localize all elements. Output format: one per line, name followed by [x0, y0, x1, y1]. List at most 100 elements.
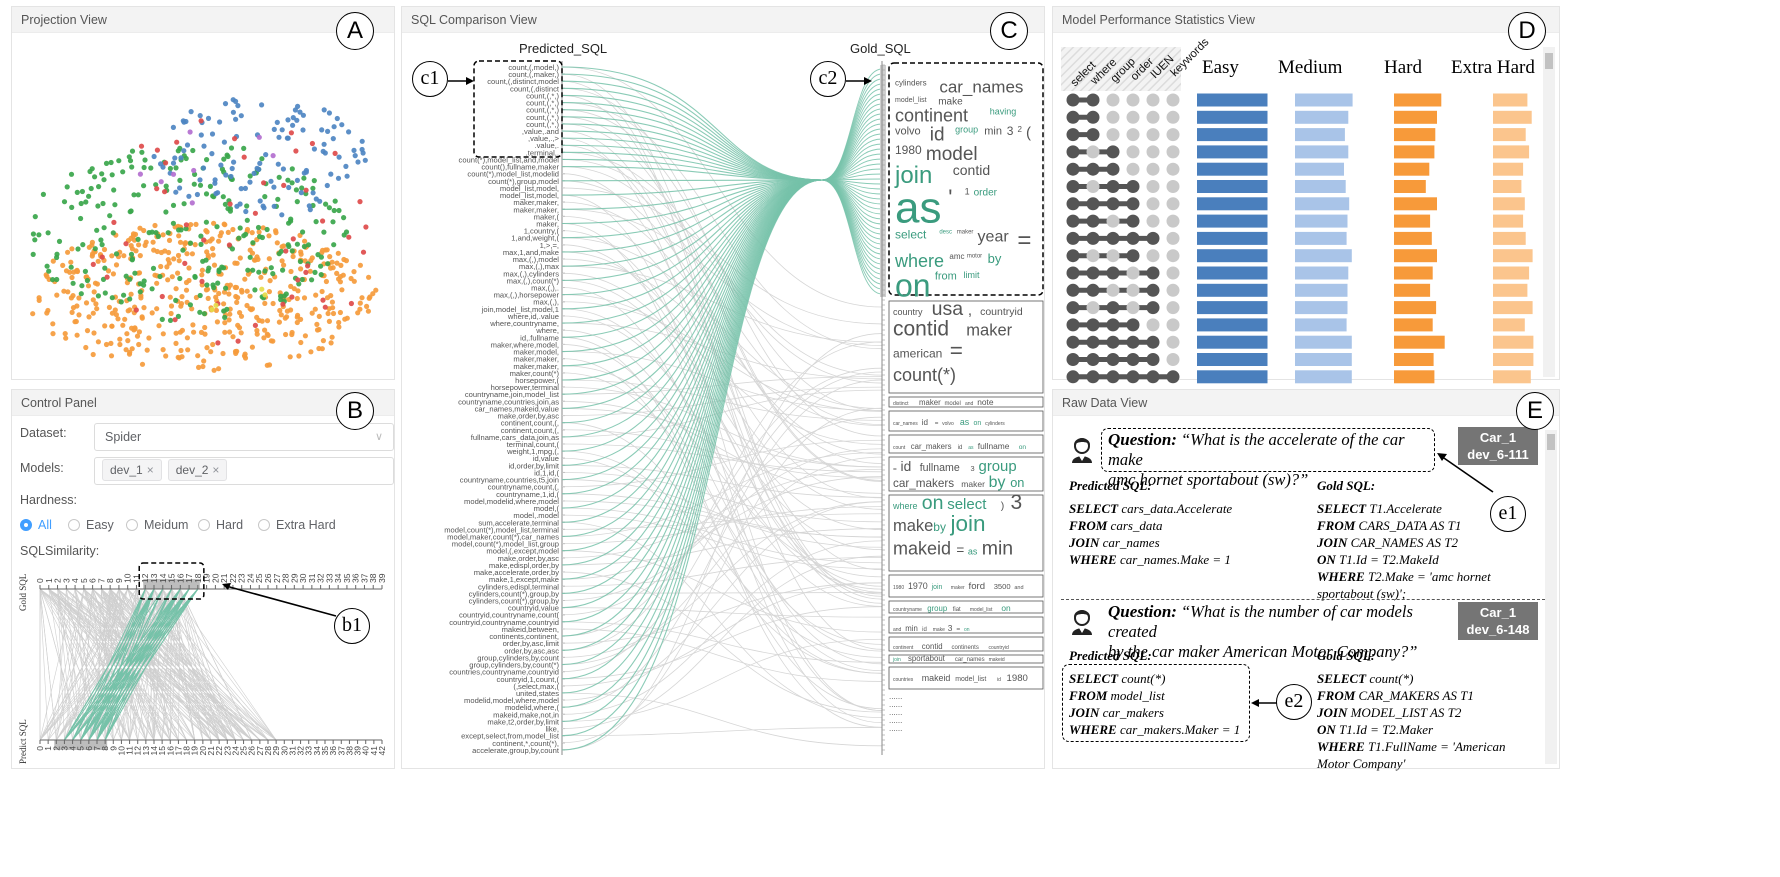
gold-word: car_names [939, 78, 1023, 97]
scatter-point [180, 118, 186, 124]
keyword-dot [1166, 162, 1180, 176]
question-1[interactable]: Question: “What is the accelerate of the… [1108, 430, 1438, 490]
similarity-link [74, 588, 252, 741]
accuracy-bar-extra [1493, 301, 1533, 315]
keyword-dot [1066, 335, 1080, 349]
scatter-point [215, 340, 221, 346]
similarity-link [180, 588, 212, 741]
gold-word: on [1001, 603, 1011, 613]
gold-word: by [933, 520, 946, 534]
scatter-point [159, 316, 165, 322]
hardness-radio-hard[interactable]: Hard [198, 518, 243, 532]
hardness-radio-easy[interactable]: Easy [68, 518, 114, 532]
predicted-sql-item: sum,accelerate,terminal [478, 518, 559, 527]
scatter-point [65, 249, 71, 255]
hardness-radio-all[interactable]: All [20, 518, 52, 532]
scrollbar-thumb[interactable] [1545, 53, 1553, 69]
scrollbar[interactable] [1543, 47, 1555, 377]
gold-word: as [960, 417, 970, 427]
sql-keyword: SELECT [1317, 671, 1367, 686]
scatter-point [62, 331, 68, 337]
scatter-point [150, 239, 156, 245]
close-icon[interactable]: × [146, 463, 154, 477]
predicted-sql-item: maker,model, [513, 348, 559, 357]
sql-similarity-parallel-plot[interactable]: 0123456789101112131415161718192021222324… [12, 390, 396, 770]
hardness-radio-medium[interactable]: Meidum [126, 518, 188, 532]
scatter-point [279, 258, 285, 264]
flow-link [561, 294, 883, 445]
model-tag[interactable]: dev_1× [102, 459, 162, 481]
scatter-point [256, 269, 262, 275]
scatter-point [117, 336, 123, 342]
predicted-sql-item: car_names,makeid,value [475, 404, 559, 413]
similarity-link-selected [104, 588, 190, 741]
pred-brush [54, 740, 108, 750]
scatter-point [165, 257, 171, 263]
scatter-point [160, 164, 166, 170]
flow-link-selected [561, 102, 823, 181]
scatter-point [74, 189, 80, 195]
scatter-point [286, 243, 292, 250]
gold-word: maker [957, 230, 974, 236]
scatter-point [82, 268, 88, 274]
gold-tick-label: 16 [175, 573, 185, 583]
flow-link [561, 439, 883, 488]
accuracy-bar-easy [1197, 197, 1268, 211]
gold-word: count(*) [893, 365, 956, 385]
sql-keyword: WHERE [1069, 722, 1117, 737]
gold-sql-cluster [888, 456, 1044, 492]
pred-tick-label: 0 [35, 746, 45, 751]
accuracy-bar-easy [1197, 335, 1268, 349]
scatter-point [127, 158, 134, 164]
sql-line: JOIN car_makers [1069, 704, 1240, 721]
flow-link [561, 628, 883, 682]
predicted-sql-item: max,(,),cylinders [503, 269, 559, 278]
keyword-dot [1146, 249, 1160, 263]
scatter-point [79, 283, 85, 289]
scatter-point [116, 158, 122, 164]
predicted-sql-item: model,maker,count(*),car_names [447, 532, 559, 541]
scatter-point [183, 226, 189, 232]
gold-word: countries [893, 677, 914, 683]
flow-link-selected [561, 179, 823, 694]
sql-body: T2.Make = 'amc hornet [1364, 569, 1491, 584]
annotation-b1: b1 [334, 608, 370, 644]
scatter-point [76, 295, 82, 301]
scrollbar[interactable] [1545, 430, 1557, 764]
scatter-point [64, 184, 70, 190]
question-2[interactable]: Question: “What is the number of car mod… [1108, 602, 1438, 662]
scrollbar-thumb[interactable] [1547, 434, 1555, 450]
scatter-point [261, 180, 267, 186]
close-icon[interactable]: × [212, 463, 220, 477]
scatter-point [284, 314, 290, 320]
scatter-point [199, 278, 205, 284]
gold-word: usa [932, 298, 964, 320]
scatter-point [44, 263, 50, 269]
hardness-radio-extra-hard[interactable]: Extra Hard [258, 518, 336, 532]
scatter-point [250, 240, 256, 246]
projection-scatter-plot[interactable] [12, 7, 396, 381]
scatter-point [196, 364, 202, 370]
scatter-point [312, 306, 318, 312]
similarity-link [109, 588, 195, 741]
similarity-link [57, 588, 82, 741]
scatter-point [275, 161, 281, 167]
flow-link-selected [561, 179, 823, 296]
flow-link-selected [561, 179, 823, 324]
models-multiselect[interactable]: dev_1×dev_2× [94, 457, 394, 485]
model-tag[interactable]: dev_2× [167, 459, 228, 481]
predicted-sql-item: count(),fullname,maker [481, 163, 559, 172]
gold-word: as [968, 547, 978, 557]
keyword-dot [1146, 93, 1160, 107]
scatter-point [318, 254, 324, 260]
scatter-point [289, 329, 295, 336]
dataset-select[interactable]: Spider ∨ [94, 423, 394, 451]
similarity-label: SQLSimilarity: [20, 544, 100, 558]
scatter-point [257, 198, 263, 204]
scatter-point [237, 201, 243, 207]
